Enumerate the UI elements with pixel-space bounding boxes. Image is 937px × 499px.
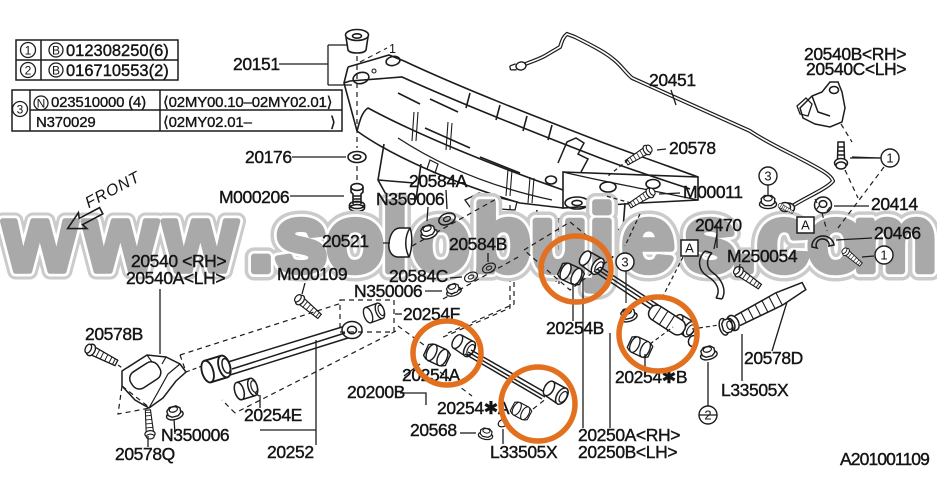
svg-text:023510000 (4): 023510000 (4) — [51, 94, 146, 111]
svg-text:20521: 20521 — [322, 231, 369, 251]
svg-text:012308250(6): 012308250(6) — [66, 42, 169, 60]
svg-text:N370029: N370029 — [36, 114, 96, 131]
svg-text:20451: 20451 — [649, 70, 696, 90]
svg-text:20250B<LH>: 20250B<LH> — [578, 442, 677, 462]
svg-text:20540A<LH>: 20540A<LH> — [126, 268, 225, 288]
svg-text:M250054: M250054 — [727, 246, 798, 266]
svg-text:⟩: ⟩ — [330, 114, 336, 131]
svg-text:20578D: 20578D — [744, 348, 803, 368]
svg-text:20176: 20176 — [245, 147, 292, 167]
svg-text:B: B — [52, 44, 60, 58]
svg-text:20584C: 20584C — [389, 266, 448, 286]
svg-text:M000206: M000206 — [219, 187, 289, 207]
svg-text:20578: 20578 — [669, 138, 716, 158]
svg-text:L33505X: L33505X — [721, 380, 789, 400]
svg-text:20414: 20414 — [871, 194, 918, 214]
svg-text:⟨02MY02.01–: ⟨02MY02.01– — [163, 114, 253, 131]
svg-text:20584A: 20584A — [409, 171, 468, 191]
svg-text:A: A — [801, 218, 810, 233]
svg-text:⟨02MY00.10–02MY02.01⟩: ⟨02MY00.10–02MY02.01⟩ — [163, 94, 332, 111]
svg-text:20250A<RH>: 20250A<RH> — [578, 425, 680, 445]
svg-text:20470: 20470 — [695, 215, 742, 235]
svg-text:20254B: 20254B — [546, 318, 604, 338]
svg-text:L33505X: L33505X — [490, 442, 558, 462]
svg-text:20540 <RH>: 20540 <RH> — [131, 251, 226, 271]
svg-text:3: 3 — [17, 103, 24, 117]
svg-text:N350006: N350006 — [354, 281, 422, 301]
svg-text:M00011: M00011 — [683, 182, 743, 202]
svg-text:www: www — [2, 186, 239, 292]
svg-text:A201001109: A201001109 — [840, 449, 929, 469]
svg-text:20254✱A: 20254✱A — [437, 398, 510, 418]
svg-text:B: B — [52, 64, 60, 78]
svg-text:1: 1 — [886, 151, 893, 166]
svg-text:N350006: N350006 — [376, 189, 444, 209]
svg-text:A: A — [685, 241, 694, 256]
svg-text:N350006: N350006 — [161, 425, 229, 445]
svg-text:20252: 20252 — [267, 442, 314, 462]
svg-text:1: 1 — [25, 44, 32, 58]
svg-text:N: N — [37, 97, 46, 111]
svg-text:016710553(2): 016710553(2) — [66, 62, 169, 80]
svg-text:3: 3 — [764, 169, 771, 184]
svg-text:20540B<RH>: 20540B<RH> — [804, 44, 906, 64]
svg-text:20254E: 20254E — [244, 405, 302, 425]
svg-text:M000109: M000109 — [277, 264, 347, 284]
svg-text:1: 1 — [389, 42, 396, 56]
svg-text:www: www — [2, 186, 239, 292]
svg-text:3: 3 — [621, 255, 628, 270]
svg-text:20200B: 20200B — [347, 382, 405, 402]
svg-text:www: www — [2, 186, 239, 292]
svg-text:20578Q: 20578Q — [115, 444, 175, 464]
svg-text:20578B: 20578B — [85, 324, 143, 344]
svg-text:20540C<LH>: 20540C<LH> — [806, 59, 906, 79]
svg-text:1: 1 — [880, 248, 887, 263]
svg-text:2: 2 — [25, 64, 32, 78]
svg-text:20584B: 20584B — [449, 234, 507, 254]
svg-text:20568: 20568 — [410, 420, 457, 440]
svg-text:20151: 20151 — [233, 54, 280, 74]
svg-text:20466: 20466 — [874, 223, 921, 243]
